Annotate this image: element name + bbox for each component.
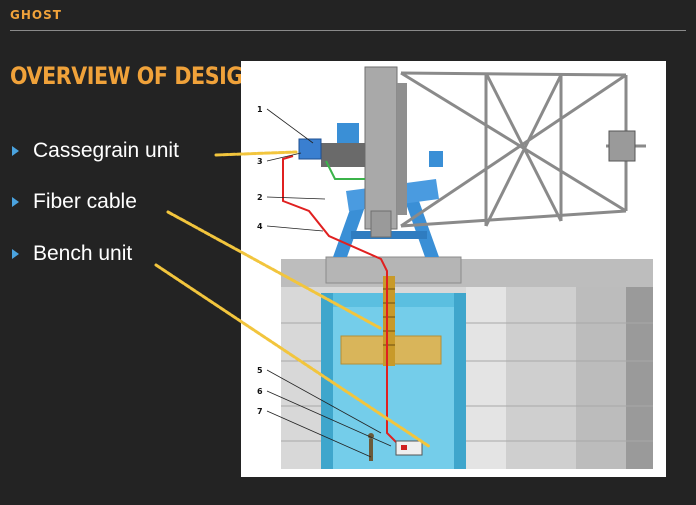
telescope-truss [400,71,646,228]
callout-number: 4 [257,222,263,231]
callout-number: 5 [257,366,263,375]
telescope-drawing: 1 3 2 4 5 6 7 [257,66,653,469]
bullet-marker-icon [12,146,19,156]
callout-number: 2 [257,193,263,202]
bullet-label: Fiber cable [33,190,137,213]
bullet-label: Bench unit [33,242,133,265]
slide-title: OVERVIEW OF DESIGN [10,62,260,90]
callout-number: 7 [257,407,263,416]
bullet-item-fiber: Fiber cable [10,189,137,215]
bullet-marker-icon [12,249,19,259]
brand-label: GHOST [10,8,62,22]
callout-number: 6 [257,387,263,396]
secondary-mirror-assembly [608,130,636,162]
bullet-item-bench: Bench unit [10,241,132,267]
telescope-diagram: 1 3 2 4 5 6 7 [241,61,666,477]
callout-number: 3 [257,157,263,166]
fiber-conduit [383,276,395,366]
header-divider [10,30,686,31]
cassegrain-unit [298,123,365,180]
bullet-marker-icon [12,197,19,207]
primary-mirror-cell [364,66,407,238]
bullet-item-cassegrain: Cassegrain unit [10,138,179,164]
callout-number: 1 [257,105,263,114]
bullet-label: Cassegrain unit [33,139,179,162]
